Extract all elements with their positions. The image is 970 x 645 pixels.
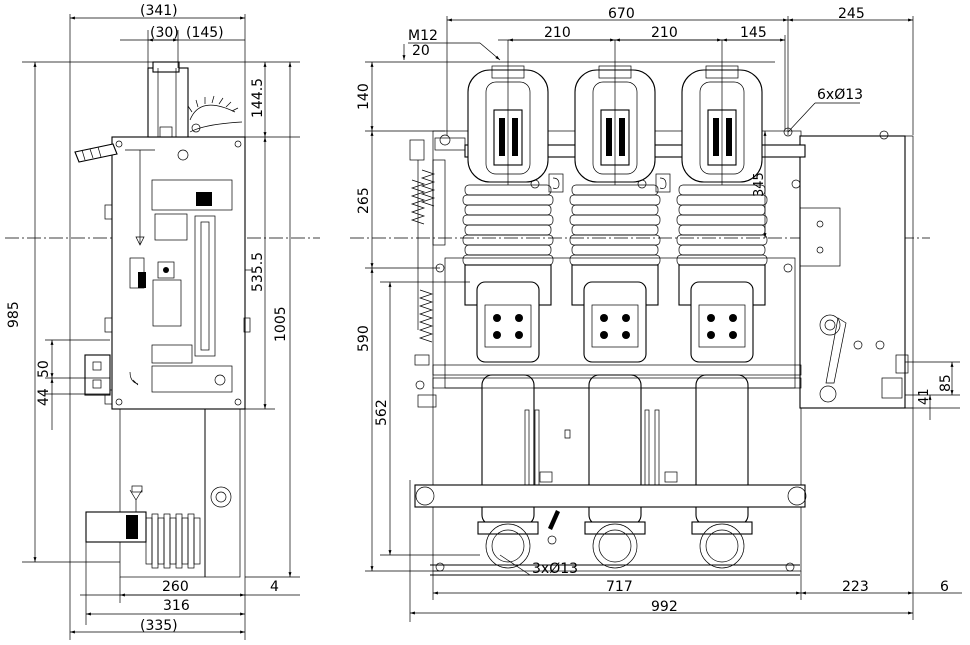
- label-3x-holes: 3xØ13: [532, 561, 578, 577]
- lower-shaft: [414, 484, 806, 508]
- right-mechanism-box: [799, 135, 906, 409]
- dim-side-335: (335): [140, 618, 178, 634]
- mid-shaft: [432, 364, 802, 376]
- dim-side-316: 316: [163, 598, 190, 614]
- dim-front-140: 140: [356, 83, 372, 110]
- dim-side-1005: 1005: [273, 306, 289, 342]
- dim-side-985: 985: [6, 301, 22, 328]
- dim-side-50: 50: [36, 360, 52, 378]
- dim-front-41: 41: [917, 388, 932, 405]
- dim-front-20: 20: [412, 43, 430, 59]
- dim-front-562: 562: [374, 399, 390, 426]
- front-view: 670 245 210 210 145 M12 20 140 265 590 5…: [350, 6, 962, 622]
- dim-side-260: 260: [162, 579, 189, 595]
- label-6x-holes: 6xØ13: [817, 87, 863, 103]
- dim-front-245: 245: [838, 6, 865, 22]
- dim-front-265: 265: [356, 187, 372, 214]
- dim-side-144-5: 144.5: [250, 78, 266, 118]
- operating-handle: [74, 143, 118, 163]
- dim-front-210-a: 210: [544, 25, 571, 41]
- dim-side-341: (341): [140, 3, 178, 19]
- dim-front-223: 223: [842, 579, 869, 595]
- lower-frame: [119, 408, 241, 578]
- dim-side-44: 44: [36, 388, 52, 406]
- panel-emblem: [177, 149, 189, 161]
- dim-front-85: 85: [938, 374, 954, 392]
- dim-front-145: 145: [740, 25, 767, 41]
- dim-side-535-5: 535.5: [250, 252, 266, 292]
- dim-front-670: 670: [608, 6, 635, 22]
- side-view: (341) (30) (145) 144.5 985 1005 535.5 50…: [5, 3, 320, 640]
- dim-front-6: 6: [940, 579, 949, 595]
- dim-side-4: 4: [270, 579, 279, 595]
- mechanism-panel: [111, 136, 246, 410]
- pole-phase-c: [676, 40, 768, 569]
- indicator-slot: [194, 215, 216, 357]
- left-springs: [409, 139, 437, 408]
- bellows: [145, 513, 201, 569]
- dim-front-m12: M12: [408, 28, 438, 44]
- dim-side-30: (30): [150, 25, 179, 41]
- dim-front-590: 590: [356, 325, 372, 352]
- dim-front-210-b: 210: [651, 25, 678, 41]
- dim-front-992: 992: [651, 599, 678, 615]
- dim-front-717: 717: [606, 579, 633, 595]
- dim-front-345: 345: [752, 172, 767, 197]
- dim-side-145: (145): [186, 25, 224, 41]
- top-post: [147, 67, 189, 138]
- counter-window: [154, 213, 188, 241]
